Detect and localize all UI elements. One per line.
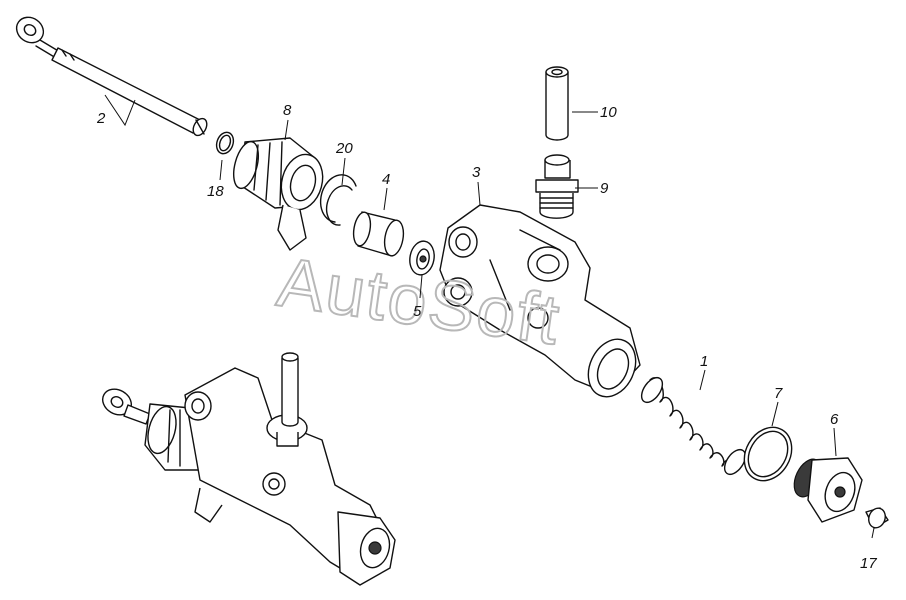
label-part-20: 20 [335, 140, 353, 157]
part-labels: 2 18 8 20 4 5 3 10 9 1 7 6 17 [96, 102, 877, 572]
part-17-cap [865, 507, 889, 529]
label-part-7: 7 [774, 385, 783, 402]
label-part-10: 10 [600, 104, 617, 121]
leader-lines [104, 94, 875, 539]
part-7-ring [743, 426, 793, 482]
label-part-3: 3 [472, 164, 481, 181]
part-18-o-ring [215, 131, 235, 155]
label-part-2: 2 [96, 110, 106, 127]
label-part-6: 6 [830, 411, 839, 428]
part-2-push-rod [15, 16, 208, 137]
label-part-1: 1 [700, 353, 708, 370]
part-1-spring [640, 376, 747, 476]
part-9-fitting [535, 154, 579, 219]
part-20-snap-ring [319, 174, 357, 226]
part-4-piston [352, 211, 405, 257]
part-5-seal [409, 240, 435, 276]
label-part-18: 18 [207, 183, 224, 200]
label-part-4: 4 [382, 171, 390, 188]
part-3-housing [439, 204, 641, 398]
label-part-9: 9 [600, 180, 609, 197]
label-part-8: 8 [283, 102, 292, 119]
part-6-plug [793, 457, 863, 523]
label-part-17: 17 [860, 555, 877, 572]
assembled-cylinder [101, 352, 396, 586]
label-part-5: 5 [413, 303, 422, 320]
part-8-boot [232, 137, 324, 251]
part-10-tube [545, 66, 569, 141]
